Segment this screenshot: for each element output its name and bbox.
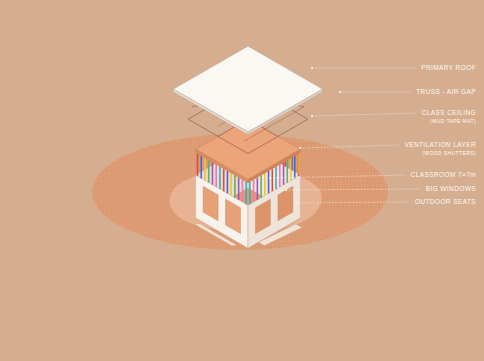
ventilation-shutter (212, 162, 214, 184)
ventilation-shutter (227, 171, 229, 193)
ventilation-shutter (268, 171, 270, 193)
leader-dot (311, 115, 313, 117)
part-label: TRUSS - AIR GAP (416, 89, 476, 96)
leader-line (296, 202, 410, 203)
ventilation-shutter (219, 167, 221, 189)
window (255, 199, 270, 233)
ventilation-shutter (245, 182, 247, 204)
leader-dot (285, 189, 287, 191)
ventilation-shutter (298, 152, 299, 174)
window (278, 186, 293, 220)
leader-line (312, 113, 417, 116)
ventilation-shutter (279, 165, 281, 187)
outdoor-seat (194, 224, 237, 246)
part-label: (MUD TAPE MAT) (430, 119, 476, 124)
roof-edge (173, 89, 248, 135)
ventilation-shutter (230, 173, 232, 195)
roof-edge (248, 89, 323, 135)
ventilation-shutter (223, 169, 225, 191)
leader-dot (339, 91, 341, 93)
leader-dot (299, 147, 301, 149)
ventilation-shutter (238, 177, 240, 199)
window (203, 186, 218, 220)
leader-dot (269, 177, 271, 179)
leader-line (340, 92, 411, 93)
outdoor-seat (258, 224, 301, 246)
leader-line (286, 189, 421, 190)
leader-line (270, 175, 406, 178)
part-label: PRIMARY ROOF (421, 65, 476, 72)
ventilation-shutter (197, 154, 199, 176)
ventilation-shutter (257, 177, 259, 199)
part-label: (WOOD SHUTTERS) (422, 151, 476, 156)
ventilation-shutter (283, 162, 285, 184)
ventilation-shutter (286, 160, 288, 182)
ceiling-edge (196, 149, 248, 183)
ventilation-shutter (294, 156, 296, 178)
ventilation-shutter (234, 175, 236, 197)
leader-dot (311, 67, 313, 69)
ventilation-shutter (204, 158, 206, 180)
part-label: OUTDOOR SEATS (415, 199, 476, 206)
part-label: CLASS CEILING (422, 110, 476, 117)
primary-roof (173, 46, 323, 132)
ventilation-shutter (242, 180, 244, 202)
ventilation-shutter (200, 156, 202, 178)
leader-line (312, 68, 416, 69)
part-label: BIG WINDOWS (426, 186, 476, 193)
leader-dot (295, 202, 297, 204)
ventilation-shutter (215, 165, 217, 187)
ventilation-shutter (208, 160, 210, 182)
ventilation-shutter (272, 169, 274, 191)
window (226, 199, 241, 233)
ventilation-shutter (260, 175, 262, 197)
leader-line (300, 145, 399, 148)
ventilation-shutter (264, 173, 266, 195)
ventilation-shutter (249, 182, 251, 204)
ventilation-shutter (253, 180, 255, 202)
part-label: VENTILATION LAYER (404, 142, 476, 149)
part-label: CLASSROOM 7×7m (411, 172, 476, 179)
